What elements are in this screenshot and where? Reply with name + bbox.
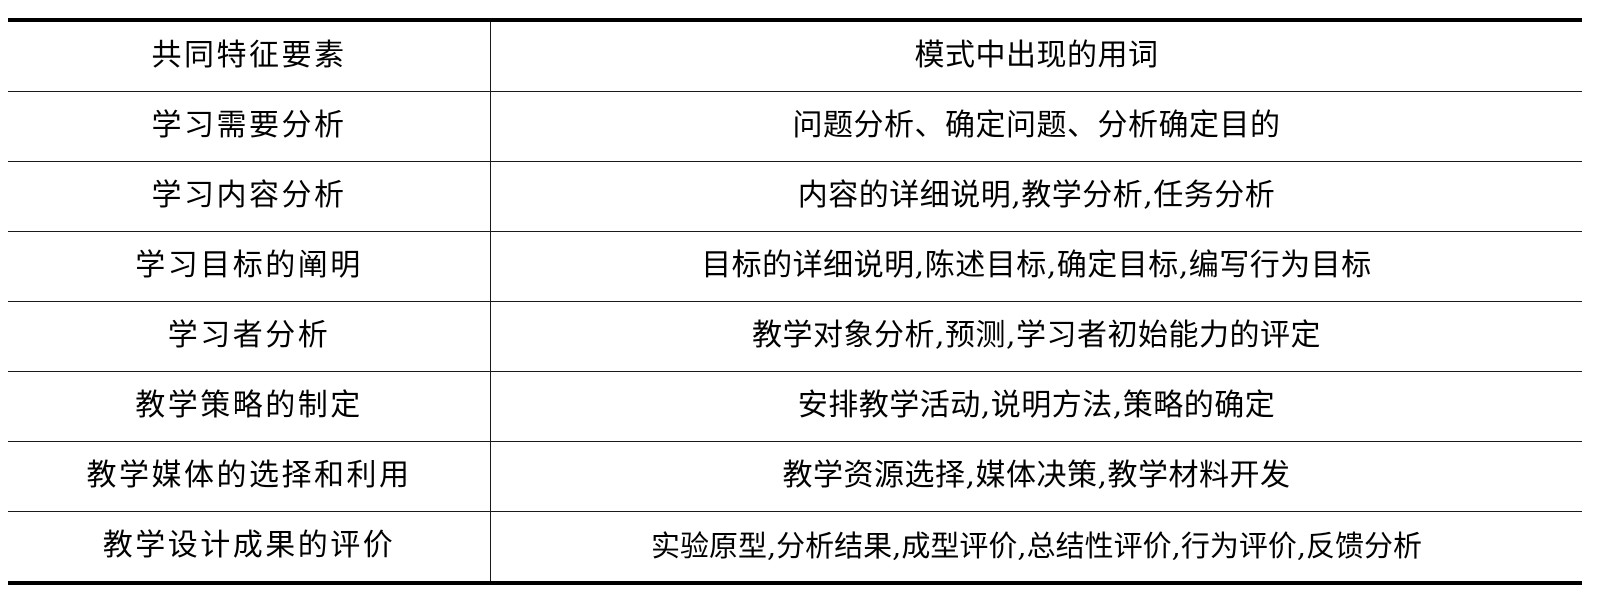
column-header-terms-label: 模式中出现的用词 xyxy=(914,38,1159,74)
cell-feature: 教学媒体的选择和利用 xyxy=(8,441,491,512)
cell-feature: 教学设计成果的评价 xyxy=(8,511,491,585)
cell-terms: 安排教学活动,说明方法,策略的确定 xyxy=(490,371,1582,442)
cell-feature: 学习者分析 xyxy=(8,301,491,372)
cell-feature: 学习内容分析 xyxy=(8,161,491,232)
cell-terms-label: 目标的详细说明,陈述目标,确定目标,编写行为目标 xyxy=(701,248,1372,284)
column-header-terms: 模式中出现的用词 xyxy=(490,18,1582,92)
cell-feature-label: 学习者分析 xyxy=(167,318,331,354)
table-row: 学习需要分析 问题分析、确定问题、分析确定目的 xyxy=(8,91,1582,162)
cell-feature-label: 教学策略的制定 xyxy=(135,388,363,424)
table-row: 学习者分析 教学对象分析,预测,学习者初始能力的评定 xyxy=(8,301,1582,372)
cell-terms: 问题分析、确定问题、分析确定目的 xyxy=(490,91,1582,162)
cell-terms-label: 教学资源选择,媒体决策,教学材料开发 xyxy=(782,458,1291,494)
cell-feature-label: 教学设计成果的评价 xyxy=(102,528,396,564)
table-row: 教学设计成果的评价 实验原型,分析结果,成型评价,总结性评价,行为评价,反馈分析 xyxy=(8,511,1582,585)
cell-terms-label: 安排教学活动,说明方法,策略的确定 xyxy=(797,388,1276,424)
cell-feature-label: 教学媒体的选择和利用 xyxy=(86,458,412,494)
cell-feature-label: 学习需要分析 xyxy=(151,108,347,144)
table-row: 学习内容分析 内容的详细说明,教学分析,任务分析 xyxy=(8,161,1582,232)
cell-terms-label: 问题分析、确定问题、分析确定目的 xyxy=(792,108,1281,144)
cell-feature: 教学策略的制定 xyxy=(8,371,491,442)
cell-terms: 教学对象分析,预测,学习者初始能力的评定 xyxy=(490,301,1582,372)
column-header-feature-label: 共同特征要素 xyxy=(151,38,347,74)
cell-feature: 学习目标的阐明 xyxy=(8,231,491,302)
cell-terms: 内容的详细说明,教学分析,任务分析 xyxy=(490,161,1582,232)
features-terms-table: 共同特征要素 模式中出现的用词 学习需要分析问题分析、确定问题、分析确定目的学习… xyxy=(8,18,1582,585)
table-header-row: 共同特征要素 模式中出现的用词 xyxy=(8,18,1582,92)
table-row: 教学媒体的选择和利用 教学资源选择,媒体决策,教学材料开发 xyxy=(8,441,1582,512)
table-row: 学习目标的阐明 目标的详细说明,陈述目标,确定目标,编写行为目标 xyxy=(8,231,1582,302)
cell-feature: 学习需要分析 xyxy=(8,91,491,162)
cell-feature-label: 学习内容分析 xyxy=(151,178,347,214)
cell-terms: 教学资源选择,媒体决策,教学材料开发 xyxy=(490,441,1582,512)
table-container: 共同特征要素 模式中出现的用词 学习需要分析问题分析、确定问题、分析确定目的学习… xyxy=(8,18,1582,585)
table-row: 教学策略的制定 安排教学活动,说明方法,策略的确定 xyxy=(8,371,1582,442)
column-header-feature: 共同特征要素 xyxy=(8,18,491,92)
cell-terms-label: 实验原型,分析结果,成型评价,总结性评价,行为评价,反馈分析 xyxy=(650,528,1423,563)
cell-terms: 实验原型,分析结果,成型评价,总结性评价,行为评价,反馈分析 xyxy=(490,511,1582,585)
cell-terms: 目标的详细说明,陈述目标,确定目标,编写行为目标 xyxy=(490,231,1582,302)
cell-terms-label: 内容的详细说明,教学分析,任务分析 xyxy=(797,178,1276,214)
cell-feature-label: 学习目标的阐明 xyxy=(135,248,363,284)
cell-terms-label: 教学对象分析,预测,学习者初始能力的评定 xyxy=(751,318,1322,354)
